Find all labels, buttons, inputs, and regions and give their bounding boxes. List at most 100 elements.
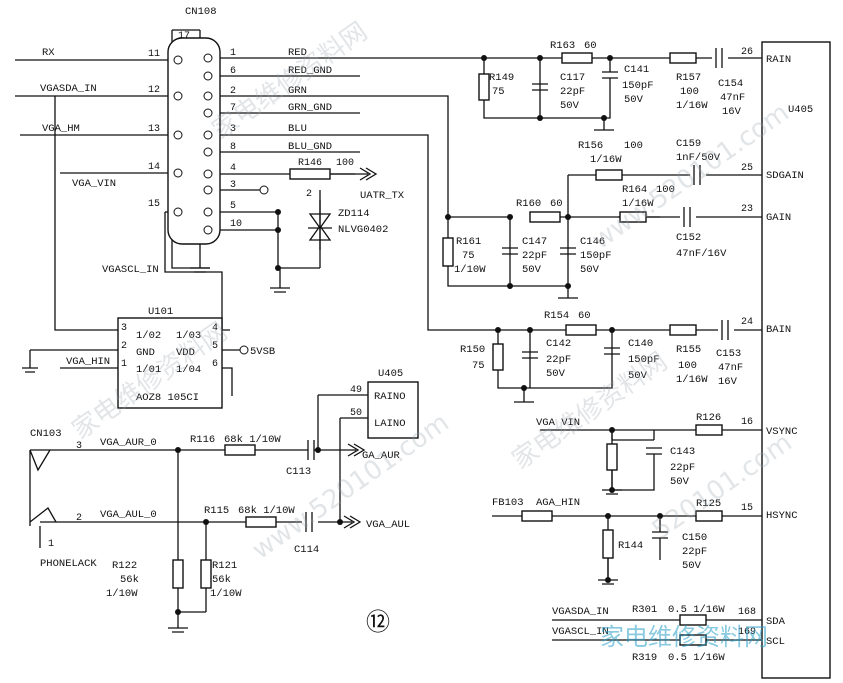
net-blu-gnd: BLU_GND (288, 141, 332, 153)
c113-label: C113 (286, 466, 311, 478)
resistor-r149: R149 75 (478, 72, 514, 101)
r156-label: R156 (578, 140, 603, 152)
connector-cn108: CN108 17 11 12 13 14 15 1 6 2 7 3 (148, 6, 332, 273)
zd114-pin: 2 (306, 189, 312, 200)
cn103-pin-3: 3 (76, 441, 82, 452)
connector-cn103: CN103 3 2 1 PHONELACK (29, 428, 97, 570)
resistor-r155: R155 100 1/16W (669, 324, 708, 386)
tvs-diode-zd114: 2 ZD114 NLVG0402 (306, 189, 388, 250)
capacitor-c147: C147 22pF 50V (502, 236, 547, 276)
figure-number: ⑫ (366, 608, 390, 636)
capacitor-c113: C113 (286, 440, 322, 478)
u405-audio-pin-laino: LAINO (374, 418, 406, 430)
r122-label: R122 (112, 560, 137, 572)
u405-pin-16: 16 (741, 417, 753, 428)
resistor-r126: R126 (695, 412, 723, 436)
c154-label: C154 (718, 78, 743, 90)
c141-rating: 50V (624, 94, 644, 106)
r319-value: 0.5 1/16W (668, 652, 725, 664)
resistor-r150: R150 75 (460, 343, 504, 372)
resistor-r122: R122 56k 1/10W (106, 559, 184, 600)
c150-label: C150 (682, 532, 707, 544)
cn108-pin-1: 1 (230, 48, 236, 59)
capacitor-c143: C143 22pF 50V (612, 446, 695, 491)
r126-label: R126 (696, 412, 721, 424)
u101-pin-label-103: 1/03 (176, 330, 201, 342)
resistor-r161: R161 75 1/10W (442, 236, 486, 276)
watermark-5: 家电维修资料网 (507, 347, 673, 476)
r154-label: R154 (544, 310, 569, 322)
net-ga-aur: GA_AUR (362, 450, 401, 462)
r155-value: 100 (678, 360, 697, 372)
resistor-r121: R121 56k 1/10W (200, 559, 242, 600)
u405-audio-pin-raino: RAINO (374, 391, 406, 403)
u101-pin-label-104: 1/04 (176, 364, 201, 376)
net-vga-aur-0: VGA_AUR_0 (100, 437, 157, 449)
c153-rating: 16V (718, 376, 738, 388)
u405-audio-pin-50: 50 (350, 408, 362, 419)
net-vgasda-in-2: VGASDA_IN (552, 606, 609, 618)
r301-value: 0.5 1/16W (668, 604, 725, 616)
resistor-r125: R125 (695, 498, 723, 522)
capacitor-c159: C159 1nF/50V (676, 138, 721, 185)
cn108-pin-11: 11 (148, 49, 160, 60)
c147-rating: 50V (522, 264, 542, 276)
u405-pin-gain: GAIN (766, 212, 791, 224)
u101-pin-label-102: 1/02 (136, 330, 161, 342)
u405-pin-26: 26 (741, 47, 753, 58)
resistor-r156: R156 100 1/16W (578, 140, 643, 181)
u405-pin-169: 169 (738, 627, 756, 638)
c114-label: C114 (294, 544, 319, 556)
net-grn: GRN (288, 85, 307, 97)
u101-pin-2: 2 (121, 341, 127, 352)
r157-value: 100 (680, 86, 699, 98)
r115-value: 68k 1/10W (238, 505, 295, 517)
r163-label: R163 (550, 40, 575, 52)
net-fb103: FB103 (492, 497, 524, 509)
c117-label: C117 (560, 72, 585, 84)
capacitor-c146: C146 150pF 50V (560, 236, 612, 276)
net-rx: RX (42, 47, 55, 59)
u101-pin-label-gnd: GND (136, 347, 155, 359)
u405-audio-label: U405 (378, 368, 403, 380)
cn108-pin-7: 7 (230, 103, 236, 114)
cn103-pin-1: 1 (48, 539, 54, 550)
c146-value: 150pF (580, 250, 612, 262)
r122-rating: 1/10W (106, 588, 138, 600)
resistor-vsync-pulldown (606, 443, 618, 471)
watermark-7: 家电维修资料网 (600, 623, 768, 651)
resistor-r319: R319 0.5 1/16W (632, 634, 725, 664)
capacitor-c150: C150 22pF 50V (652, 531, 707, 572)
resistor-r144: R144 (602, 529, 643, 559)
cn108-pin-5: 5 (230, 201, 236, 212)
u405-pin-bain: BAIN (766, 324, 791, 336)
r164-value: 100 (656, 184, 675, 196)
net-vga-aul: VGA_AUL (366, 519, 410, 531)
net-vga-vin: VGA_VIN (72, 178, 116, 190)
resistor-r163: R163 60 (550, 40, 597, 64)
cn108-pin-3: 3 (230, 124, 236, 135)
u101-pin-1: 1 (121, 359, 127, 370)
r121-rating: 1/10W (210, 588, 242, 600)
r160-value: 60 (550, 198, 563, 210)
r116-label: R116 (190, 434, 215, 446)
net-vgascl-in-2: VGASCL_IN (552, 626, 609, 638)
net-blu: BLU (288, 123, 307, 135)
c143-value: 22pF (670, 462, 695, 474)
u405-pin-24: 24 (741, 317, 753, 328)
r121-label: R121 (212, 560, 237, 572)
resistor-r157: R157 100 1/16W (669, 52, 708, 112)
net-vgasda-in: VGASDA_IN (40, 83, 97, 95)
u101-pin-5: 5 (212, 341, 218, 352)
net-aga-hin: AGA_HIN (536, 497, 580, 509)
r164-label: R164 (622, 184, 647, 196)
c142-value: 22pF (546, 354, 571, 366)
cn108-label: CN108 (185, 6, 217, 18)
r155-label: R155 (676, 344, 701, 356)
net-vga-hin: VGA_HIN (66, 356, 110, 368)
cn108-pin-15: 15 (148, 199, 160, 210)
c140-rating: 50V (628, 370, 648, 382)
u101-pin-label-vdd: VDD (176, 347, 195, 359)
c143-rating: 50V (670, 476, 690, 488)
